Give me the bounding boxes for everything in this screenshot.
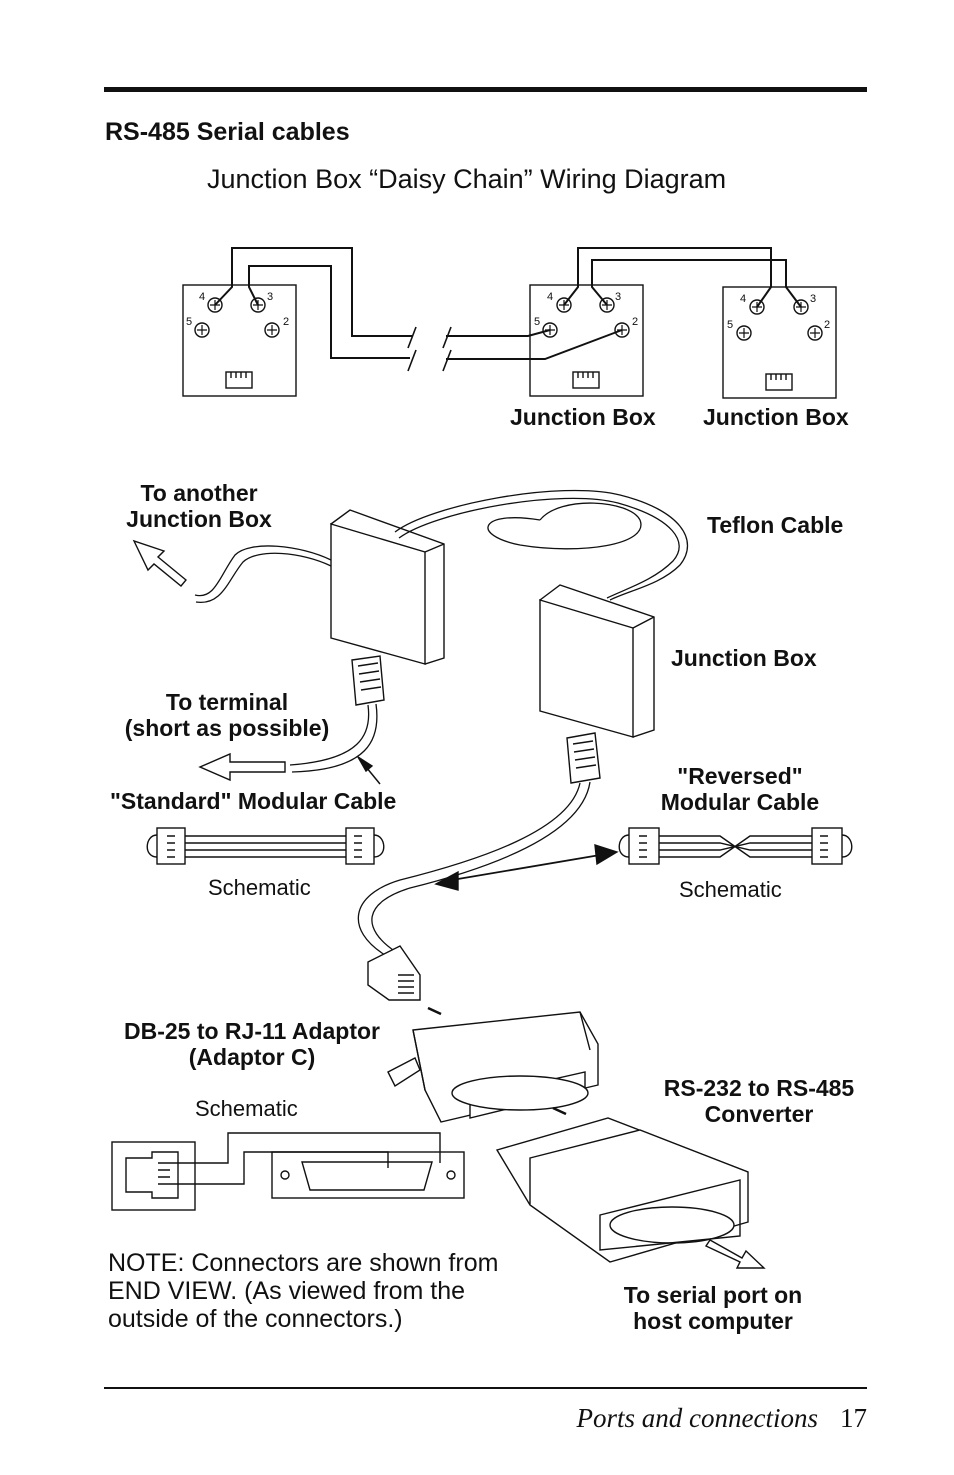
reversed-cable-label: "Reversed" Modular Cable <box>660 763 820 815</box>
adaptor-schematic <box>111 1132 465 1211</box>
page-number: 17 <box>840 1403 867 1433</box>
cable-to-another-box <box>194 545 332 603</box>
schematic-label-adaptor: Schematic <box>195 1096 298 1121</box>
top-rule <box>104 87 867 92</box>
junction-box-face-2 <box>529 284 644 397</box>
schematic-label-left: Schematic <box>208 875 311 900</box>
to-another-box-label: To another Junction Box <box>126 480 272 532</box>
rj11-plug-upper <box>351 655 385 706</box>
cable-to-adaptor <box>357 781 591 956</box>
junction-box-face-1 <box>182 284 297 397</box>
junction-box-upper <box>330 509 445 665</box>
teflon-cable-label: Teflon Cable <box>707 512 844 538</box>
arrow-to-another-box <box>132 539 187 587</box>
diagram-title: Junction Box “Daisy Chain” Wiring Diagra… <box>207 164 727 194</box>
converter-label: RS-232 to RS-485 Converter <box>663 1075 855 1127</box>
reversed-cable-schematic <box>618 827 853 865</box>
rj11-plug-lower <box>566 732 601 784</box>
junction-box-face-3 <box>722 286 837 399</box>
note-text: NOTE: Connectors are shown from END VIEW… <box>108 1249 499 1333</box>
serial-port-label: To serial port on host computer <box>623 1282 803 1334</box>
standard-cable-label: "Standard" Modular Cable <box>110 788 397 814</box>
insert-arrow-2 <box>552 1106 567 1116</box>
wire-break-marks <box>407 326 452 372</box>
adaptor-label: DB-25 to RJ-11 Adaptor (Adaptor C) <box>123 1018 381 1070</box>
teflon-cable <box>394 489 689 601</box>
standard-cable-schematic <box>146 827 385 865</box>
junction-box-label-2: Junction Box <box>703 404 849 430</box>
db25-adaptor <box>387 1011 599 1123</box>
svg-text:5: 5 <box>186 316 192 328</box>
daisy-chain-wires <box>214 247 802 360</box>
svg-text:2: 2 <box>632 316 638 328</box>
svg-text:3: 3 <box>810 293 816 305</box>
svg-text:4: 4 <box>740 293 746 305</box>
svg-text:5: 5 <box>534 316 540 328</box>
junction-box-label-1: Junction Box <box>510 404 656 430</box>
junction-box-label-3: Junction Box <box>671 645 817 671</box>
rj11-plug-adaptor <box>367 945 421 1001</box>
section-title: RS-485 Serial cables <box>105 118 350 146</box>
rs232-rs485-converter <box>495 1117 749 1263</box>
svg-text:2: 2 <box>824 319 830 331</box>
arrow-to-terminal <box>198 752 286 782</box>
bottom-rule <box>104 1387 867 1389</box>
svg-text:5: 5 <box>727 319 733 331</box>
svg-text:4: 4 <box>547 291 553 303</box>
to-terminal-label: To terminal (short as possible) <box>124 689 330 741</box>
terminal-screws <box>194 297 823 341</box>
schematic-label-right: Schematic <box>679 877 782 902</box>
insert-arrow-1 <box>427 1006 442 1016</box>
svg-text:2: 2 <box>283 316 289 328</box>
svg-text:3: 3 <box>615 291 621 303</box>
footer-section: Ports and connections <box>576 1403 818 1433</box>
page-footer: Ports and connections 17 <box>577 1403 867 1434</box>
double-arrow <box>451 854 601 881</box>
svg-text:4: 4 <box>199 291 205 303</box>
junction-box-lower <box>539 584 655 738</box>
arrow-to-serial-port <box>704 1239 766 1269</box>
svg-text:3: 3 <box>267 291 273 303</box>
pin-numbers: 4 3 5 2 4 3 5 2 4 3 5 2 <box>186 291 830 331</box>
terminal-cable <box>289 703 378 773</box>
